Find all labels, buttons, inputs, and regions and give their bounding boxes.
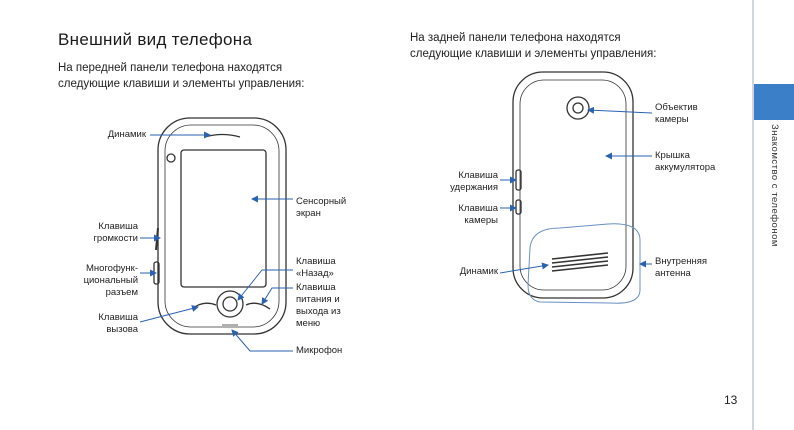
back-phone (512, 71, 634, 299)
label-battery-cover: Крышка аккумулятора (655, 150, 716, 173)
page-edge-line (752, 0, 754, 430)
label-call-key: Клавиша вызова (98, 312, 138, 335)
speaker-grille (551, 252, 609, 272)
front-phone-body (157, 117, 287, 335)
label-speaker-front: Динамик (107, 129, 146, 140)
page-number: 13 (724, 393, 738, 407)
front-leaders (139, 131, 293, 352)
label-speaker-back: Динамик (459, 266, 498, 277)
front-phone (153, 117, 287, 335)
label-camera-key: Клавиша камеры (458, 203, 498, 226)
label-power-key: Клавиша питания и выхода из меню (296, 282, 341, 329)
front-intro: На передней панели телефона находятся сл… (58, 62, 305, 90)
label-multifunction-jack: Многофунк- циональный разъем (83, 263, 138, 298)
label-back-key: Клавиша «Назад» (296, 256, 336, 279)
earpiece-slot (204, 133, 241, 138)
section-title: Знакомство с телефоном (769, 124, 780, 247)
label-microphone: Микрофон (296, 345, 343, 356)
page-title: Внешний вид телефона (58, 30, 253, 49)
label-internal-antenna: Внутренняя антенна (655, 256, 708, 279)
back-phone-body (512, 71, 634, 299)
back-key-ring (216, 290, 244, 318)
front-camera-dot (166, 153, 176, 163)
label-hold-key: Клавиша удержания (450, 170, 498, 193)
camera-lens (566, 96, 590, 120)
label-touchscreen: Сенсорный экран (296, 196, 347, 219)
back-leaders (499, 106, 653, 274)
antenna-outline (527, 223, 641, 304)
power-key (245, 302, 271, 310)
label-volume-key: Клавиша громкости (93, 221, 138, 244)
label-camera-lens: Объектив камеры (655, 102, 698, 125)
back-intro: На задней панели телефона находятся след… (410, 32, 657, 60)
touchscreen-display (180, 149, 267, 288)
section-tab (754, 84, 794, 120)
